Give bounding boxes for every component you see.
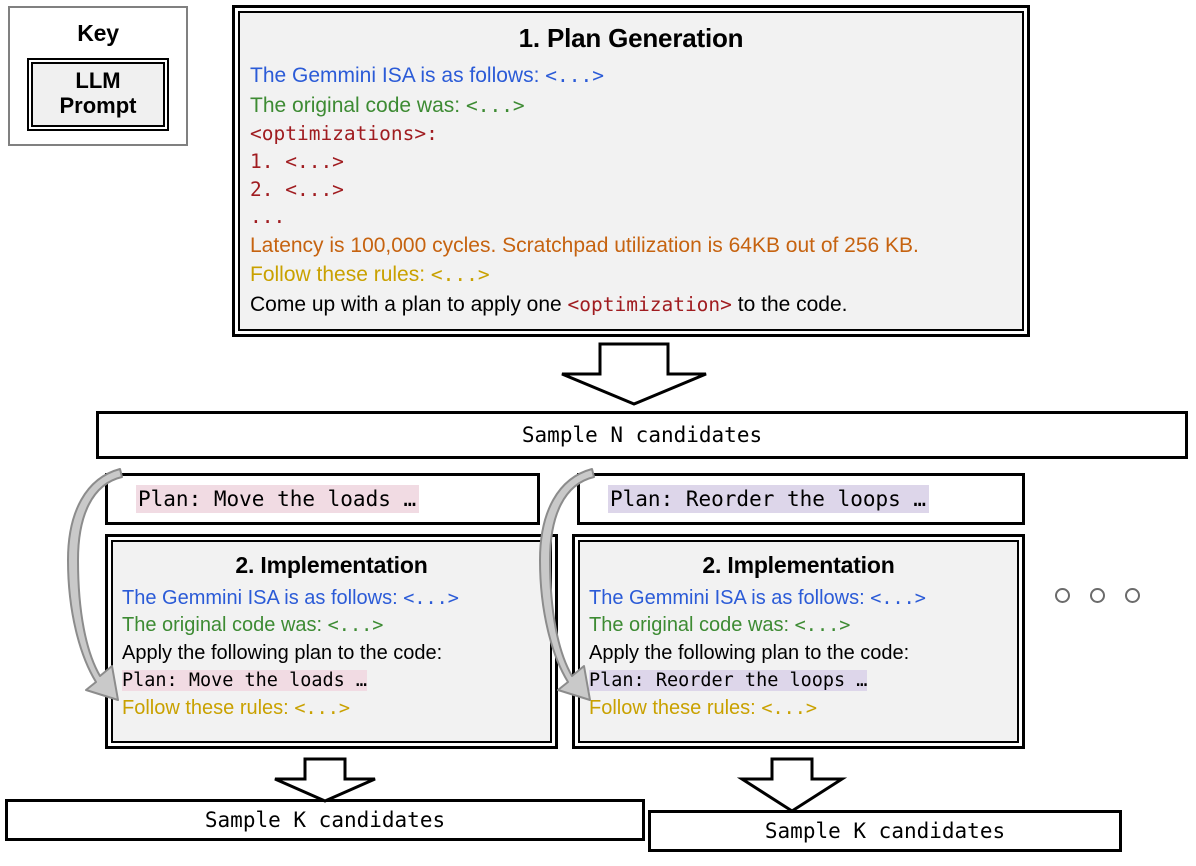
plan-candidate-text-1: Plan: Move the loads … bbox=[136, 485, 420, 513]
more-candidates-indicator bbox=[1055, 588, 1140, 603]
plan-generation-title: 1. Plan Generation bbox=[518, 23, 744, 53]
sample-k-candidates-label-1: Sample K candidates bbox=[204, 808, 446, 832]
impl1-line-plan-wrapper: Plan: Move the loads … bbox=[122, 667, 541, 694]
ellipsis-token: <...> bbox=[430, 263, 490, 287]
plan-gen-line-latency-feedback: Latency is 100,000 cycles. Scratchpad ut… bbox=[250, 233, 919, 257]
key-legend-box: Key LLM Prompt bbox=[8, 6, 188, 146]
ellipsis-token: <...> bbox=[794, 615, 851, 637]
key-legend-label-line2: Prompt bbox=[59, 92, 137, 118]
implementation-title-2: 2. Implementation bbox=[702, 552, 895, 578]
ellipsis-token: <...> bbox=[465, 93, 525, 117]
impl2-line-rules: Follow these rules: <...> bbox=[589, 696, 818, 719]
more-candidates-dot-icon bbox=[1125, 588, 1140, 603]
plan-gen-line-original-code: The original code was: <...> bbox=[250, 93, 525, 117]
more-candidates-dot-icon bbox=[1090, 588, 1105, 603]
implementation-title-1: 2. Implementation bbox=[235, 552, 428, 578]
optimization-token: <optimization> bbox=[567, 293, 732, 317]
impl1-line-plan: Plan: Move the loads … bbox=[122, 670, 368, 692]
plan-candidate-text-2: Plan: Reorder the loops … bbox=[608, 485, 930, 513]
sample-n-candidates-label: Sample N candidates bbox=[521, 423, 763, 447]
impl1-line-apply: Apply the following plan to the code: bbox=[122, 641, 443, 664]
implementation-prompt-inner-2: 2. Implementation The Gemmini ISA is as … bbox=[578, 540, 1019, 743]
down-arrow-impl2-to-samplek2 bbox=[736, 757, 848, 813]
ellipsis-token: <...> bbox=[294, 697, 351, 719]
impl2-line-plan: Plan: Reorder the loops … bbox=[589, 670, 868, 692]
impl1-line-isa: The Gemmini ISA is as follows: <...> bbox=[122, 587, 459, 609]
implementation-prompt-inner-1: 2. Implementation The Gemmini ISA is as … bbox=[111, 540, 552, 743]
plan-gen-line-rules: Follow these rules: <...> bbox=[250, 263, 490, 287]
implementation-prompt-box-2: 2. Implementation The Gemmini ISA is as … bbox=[572, 534, 1025, 749]
ellipsis-token: <...> bbox=[870, 588, 926, 609]
key-legend-label-line1: LLM bbox=[75, 68, 121, 93]
sample-n-candidates-bar: Sample N candidates bbox=[96, 411, 1188, 459]
plan-generation-prompt-box: 1. Plan Generation The Gemmini ISA is as… bbox=[232, 5, 1030, 337]
more-candidates-dot-icon bbox=[1055, 588, 1070, 603]
plan-gen-line-optimizations-tag: <optimizations>: bbox=[250, 122, 438, 146]
sample-k-candidates-bar-2: Sample K candidates bbox=[648, 810, 1122, 852]
impl2-line-plan-wrapper: Plan: Reorder the loops … bbox=[589, 667, 1008, 694]
ellipsis-token: <...> bbox=[327, 615, 384, 637]
plan-gen-line-isa: The Gemmini ISA is as follows: <...> bbox=[250, 64, 604, 87]
impl2-line-original-code: The original code was: <...> bbox=[589, 614, 851, 637]
plan-gen-line-opt-1: 1. <...> bbox=[250, 149, 344, 173]
ellipsis-token: <...> bbox=[403, 588, 459, 609]
impl1-line-original-code: The original code was: <...> bbox=[122, 614, 384, 637]
key-legend-sample-prompt-inner: LLM Prompt bbox=[31, 62, 165, 128]
down-arrow-plan-to-sample-n bbox=[561, 342, 707, 406]
plan-gen-line-instruction: Come up with a plan to apply one <optimi… bbox=[250, 293, 848, 317]
impl2-line-apply: Apply the following plan to the code: bbox=[589, 641, 910, 664]
sample-k-candidates-bar-1: Sample K candidates bbox=[5, 799, 645, 841]
impl2-line-isa: The Gemmini ISA is as follows: <...> bbox=[589, 587, 926, 609]
implementation-prompt-box-1: 2. Implementation The Gemmini ISA is as … bbox=[105, 534, 558, 749]
plan-generation-prompt-inner: 1. Plan Generation The Gemmini ISA is as… bbox=[238, 11, 1024, 331]
down-arrow-impl1-to-samplek1 bbox=[274, 757, 376, 803]
key-legend-sample-prompt: LLM Prompt bbox=[27, 58, 169, 132]
plan-candidate-box-1: Plan: Move the loads … bbox=[105, 473, 540, 525]
plan-gen-line-opt-ellipsis: ... bbox=[250, 205, 286, 229]
key-title: Key bbox=[77, 20, 119, 46]
impl1-line-rules: Follow these rules: <...> bbox=[122, 696, 351, 719]
ellipsis-token: <...> bbox=[545, 64, 604, 87]
ellipsis-token: <...> bbox=[761, 697, 818, 719]
plan-candidate-box-2: Plan: Reorder the loops … bbox=[577, 473, 1025, 525]
sample-k-candidates-label-2: Sample K candidates bbox=[764, 819, 1006, 843]
plan-gen-line-opt-2: 2. <...> bbox=[250, 177, 344, 201]
